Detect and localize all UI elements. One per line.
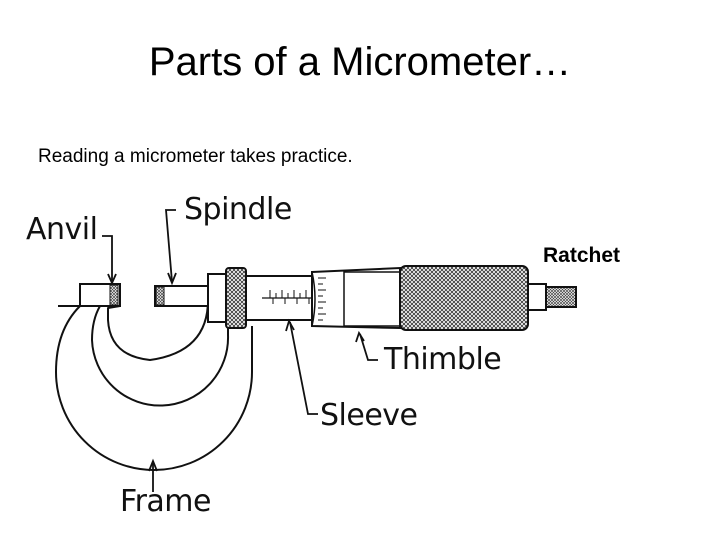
slide-subtitle: Reading a micrometer takes practice.: [38, 146, 353, 167]
sleeve-shape: [245, 275, 317, 321]
thimble-shape: [311, 265, 529, 331]
frame-outer: [54, 305, 253, 471]
anvil-shape: [79, 283, 121, 307]
slide-title: Parts of a Micrometer…: [148, 40, 572, 84]
ratchet-shape: [527, 283, 577, 311]
leader-lines: [102, 209, 378, 492]
label-frame: Frame: [120, 484, 211, 519]
label-ratchet: Ratchet: [543, 244, 621, 267]
lock-ring-shape: [225, 267, 247, 329]
label-anvil: Anvil: [26, 212, 98, 247]
label-sleeve: Sleeve: [320, 398, 418, 433]
label-spindle: Spindle: [184, 192, 292, 227]
label-thimble: Thimble: [384, 342, 502, 377]
spindle-shape: [154, 285, 211, 307]
